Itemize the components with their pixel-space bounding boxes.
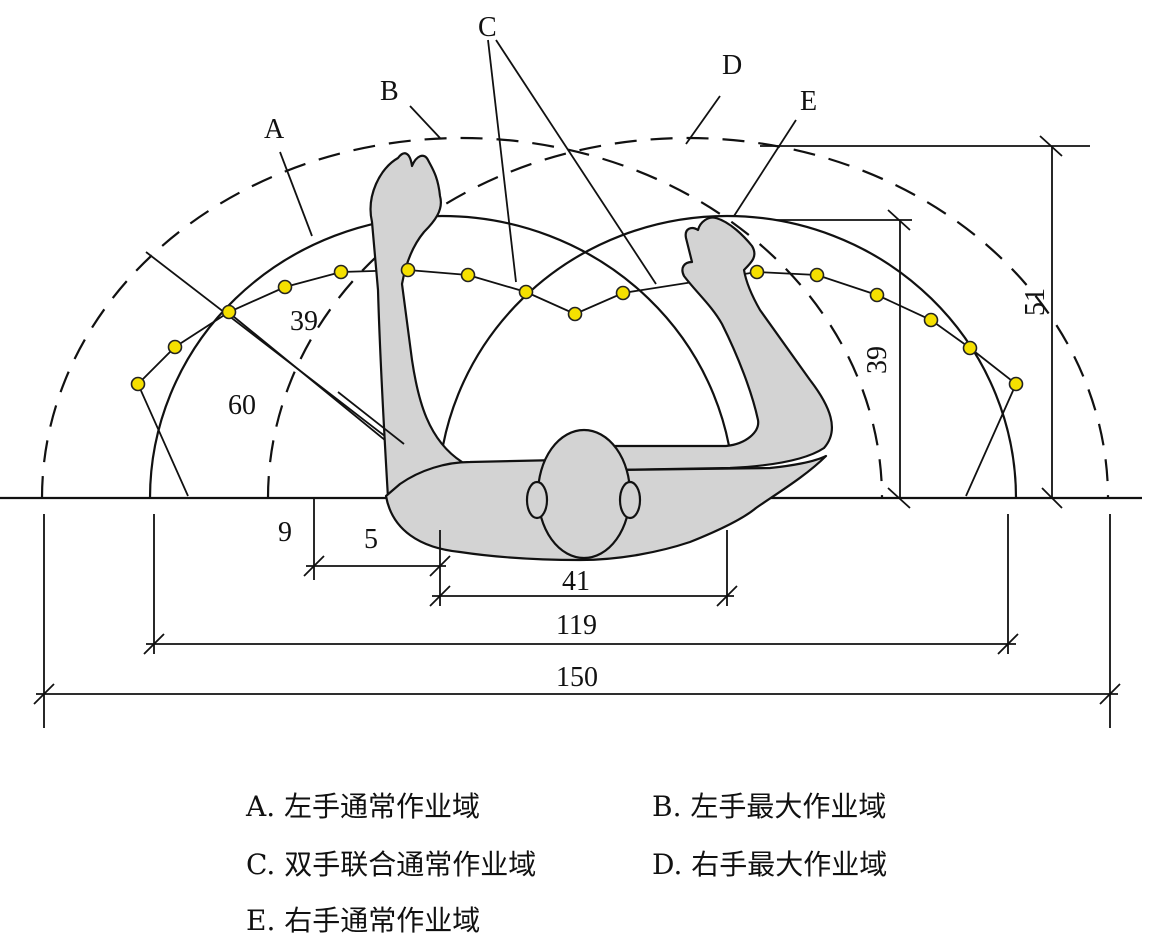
- leader-c-1: [487, 39, 517, 283]
- label-b: B: [380, 76, 399, 107]
- dim-41: 41: [562, 566, 590, 597]
- right-normal-area-arc: [436, 214, 1018, 499]
- dim-5: 5: [364, 524, 378, 555]
- reach-line-60: [145, 251, 391, 441]
- right-max-area-arc: [266, 136, 1110, 499]
- joint-area-dots: [130, 262, 1024, 392]
- label-d: D: [722, 50, 742, 81]
- leader-d: [685, 95, 721, 145]
- leader-e: [733, 119, 797, 217]
- leader-a: [279, 151, 313, 237]
- joint-area-polyline: [136, 269, 1018, 497]
- leader-b: [409, 105, 441, 139]
- label-c: C: [478, 12, 497, 43]
- dim-51: 51: [1020, 288, 1051, 316]
- dim-9: 9: [278, 517, 292, 548]
- reach-line-39: [227, 311, 403, 455]
- legend: A. 左手通常作业域 B. 左手最大作业域 C. 双手联合通常作业域 D. 右手…: [245, 790, 887, 937]
- reach-line-over-arm: [337, 391, 405, 445]
- dim-119: 119: [556, 610, 597, 641]
- left-normal-area-arc: [148, 214, 736, 499]
- dim-60: 60: [228, 390, 256, 421]
- legend-c: C. 双手联合通常作业域: [246, 848, 536, 881]
- label-e: E: [800, 86, 817, 117]
- leader-c-2: [495, 39, 657, 285]
- dim-39-right: 39: [862, 346, 893, 374]
- legend-b: B. 左手最大作业域: [652, 790, 886, 823]
- dim-150: 150: [556, 662, 598, 693]
- dim-39-left: 39: [290, 306, 318, 337]
- left-max-area-arc: [40, 136, 884, 499]
- legend-d: D. 右手最大作业域: [652, 848, 887, 881]
- human-figure: [369, 152, 833, 562]
- legend-a: A. 左手通常作业域: [245, 790, 480, 823]
- legend-e: E. 右手通常作业域: [246, 904, 480, 937]
- label-a: A: [264, 114, 285, 145]
